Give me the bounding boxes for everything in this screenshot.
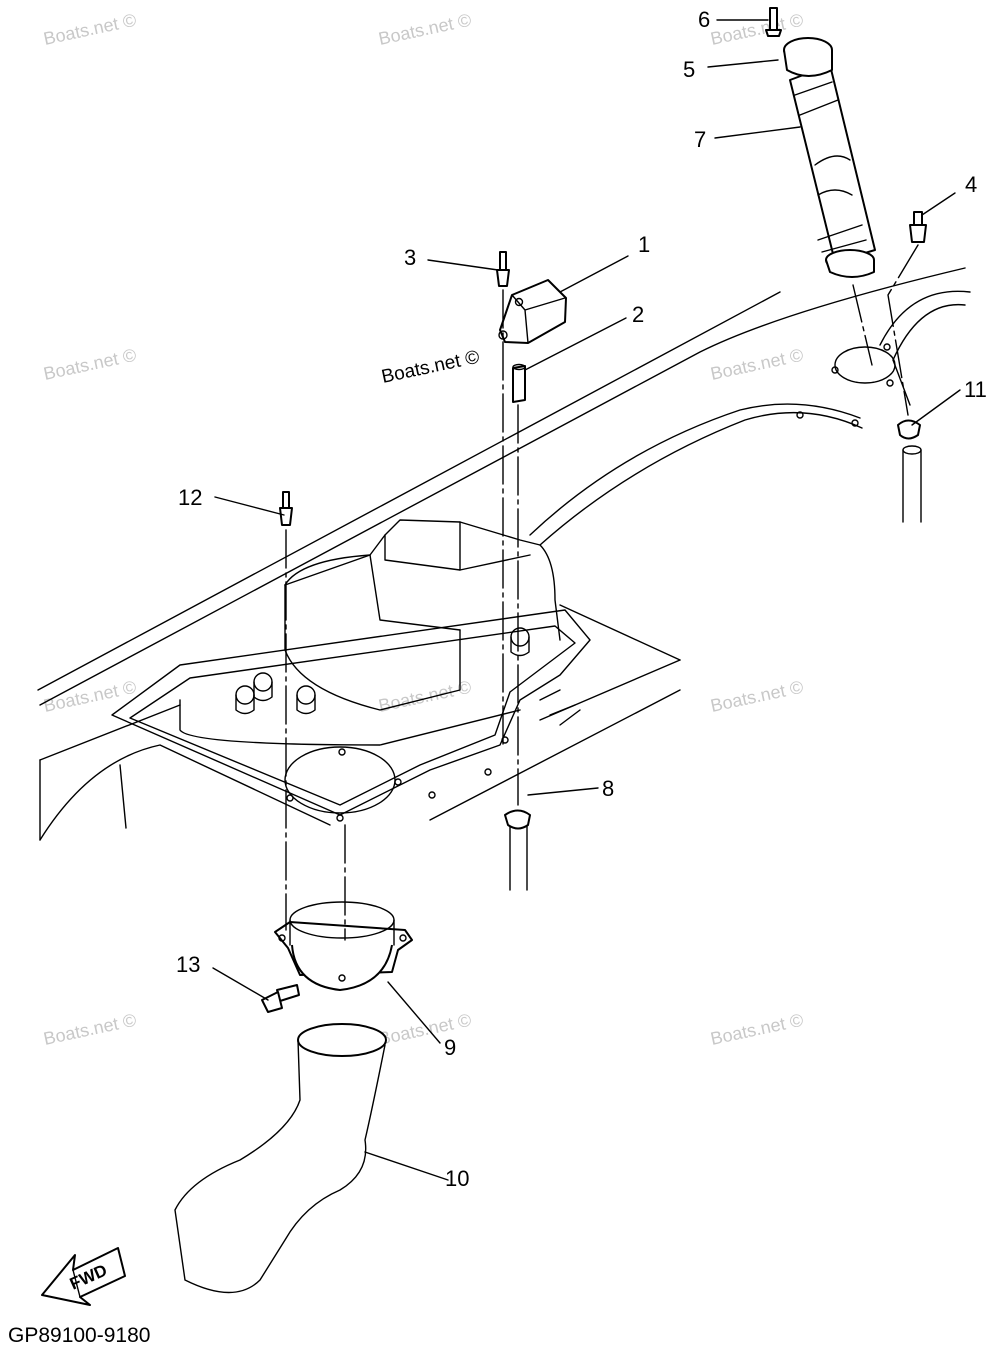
watermark: Boats.net © <box>377 10 473 49</box>
bracket <box>498 279 567 403</box>
duct-ring <box>274 901 413 991</box>
guide-lines <box>285 244 919 941</box>
callout-2: 2 <box>632 302 644 327</box>
callout-12: 12 <box>178 485 202 510</box>
watermark: Boats.net © <box>709 345 805 384</box>
callout-7: 7 <box>694 127 706 152</box>
tank-assembly <box>111 519 591 822</box>
watermark: Boats.net © <box>42 10 138 49</box>
fwd-arrow: FWD <box>41 1247 126 1306</box>
watermark: Boats.net © <box>709 1010 805 1049</box>
callout-8: 8 <box>602 776 614 801</box>
callout-6: 6 <box>698 7 710 32</box>
watermark: Boats.net © <box>42 1010 138 1049</box>
watermark: Boats.net © <box>709 677 805 716</box>
watermark: Boats.net © <box>377 1010 473 1049</box>
elbow-duct <box>174 1023 387 1294</box>
pipes <box>508 445 922 891</box>
callout-11: 11 <box>964 377 987 402</box>
callout-3: 3 <box>404 245 416 270</box>
callout-10: 10 <box>445 1166 469 1191</box>
callout-1: 1 <box>638 232 650 257</box>
leader-lines <box>212 19 961 1181</box>
callout-5: 5 <box>683 57 695 82</box>
drawing-code: GP89100-9180 <box>8 1324 150 1347</box>
callouts: 1 2 3 4 5 6 7 8 9 10 11 12 13 <box>176 7 987 1191</box>
callout-4: 4 <box>965 172 977 197</box>
fasteners <box>261 7 927 1013</box>
filler-hose <box>783 37 876 278</box>
watermark-dark: Boats.net © <box>380 347 482 388</box>
callout-9: 9 <box>444 1035 456 1060</box>
hull-deck <box>37 267 971 841</box>
watermark: Boats.net © <box>42 345 138 384</box>
callout-13: 13 <box>176 952 200 977</box>
watermarks: Boats.net © Boats.net © Boats.net © Boat… <box>42 10 805 1049</box>
watermark: Boats.net © <box>377 677 473 716</box>
